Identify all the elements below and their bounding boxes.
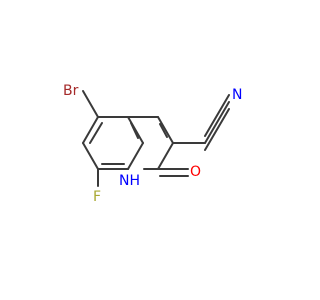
bond-inner-c3-c4: [159, 123, 168, 138]
bond-c3-c2: [157, 142, 174, 170]
fluorine-label: F: [93, 189, 101, 205]
bond-c4a-c5-double: [127, 116, 144, 144]
molecule-structure: Br F NH H O N: [63, 83, 242, 205]
bond-cn-triple-3: [204, 108, 230, 151]
bond-inner-c5-c6: [89, 122, 103, 144]
bond-cn-triple-2: [204, 101, 230, 144]
bond-c6-br: [82, 90, 99, 118]
bond-c8-c7: [82, 142, 99, 170]
bromine-label: Br: [63, 83, 79, 99]
bond-c4a-c8a: [127, 142, 144, 170]
bond-cn-triple-1: [204, 94, 230, 137]
bond-c4-c3: [157, 116, 174, 144]
nh-label: NH: [119, 173, 140, 189]
bond-c7-c6: [82, 116, 99, 144]
oxygen-label: O: [190, 164, 201, 180]
nitrile-n-label: N: [232, 87, 242, 103]
bond-inner-c4a-c8a: [130, 122, 139, 139]
